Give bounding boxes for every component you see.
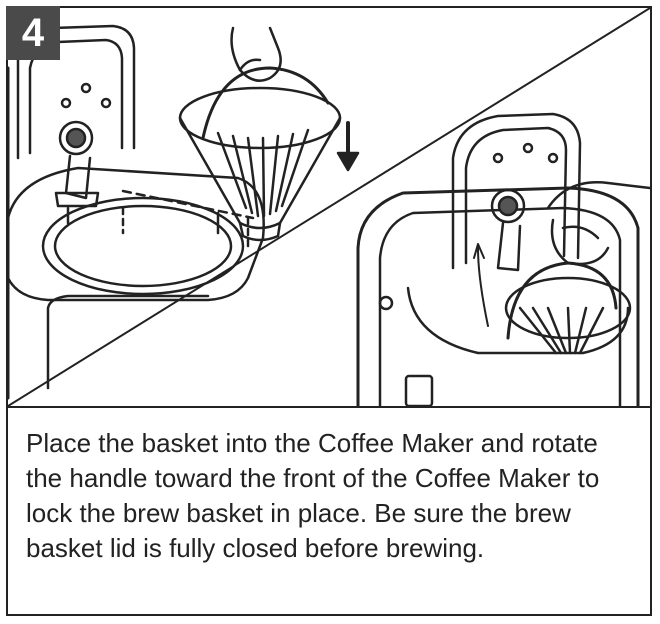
down-arrow-icon [336, 121, 360, 172]
instruction-text: Place the basket into the Coffee Maker a… [26, 428, 600, 563]
instruction-card [6, 6, 652, 616]
step-illustration [8, 8, 650, 406]
rotate-handle-lock-illustration [356, 112, 650, 406]
place-basket-illustration [8, 24, 360, 400]
panel-divider-line [8, 8, 650, 406]
step-number-badge: 4 [6, 6, 60, 60]
caption-divider [6, 406, 652, 408]
